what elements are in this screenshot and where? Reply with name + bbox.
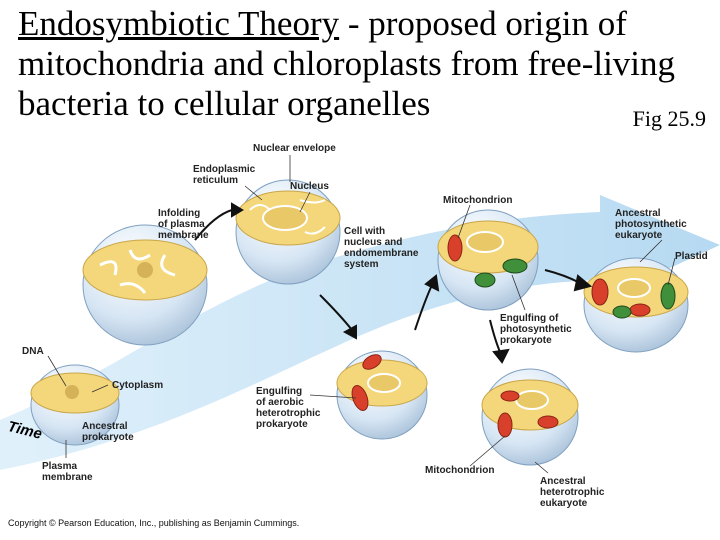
label-nucleus: Nucleus xyxy=(290,181,329,192)
title-line2: mitochondria and chloroplasts from free-… xyxy=(18,44,676,83)
label-ancestral-prokaryote: Ancestral prokaryote xyxy=(82,421,134,443)
label-plasma-membrane: Plasma membrane xyxy=(42,461,93,483)
figure-reference: Fig 25.9 xyxy=(632,106,706,131)
label-ancestral-photosynthetic: Ancestral photosynthetic eukaryote xyxy=(615,208,687,241)
ancestral-heterotrophic-eukaryote-cell xyxy=(481,368,579,466)
label-mitochondrion-bottom: Mitochondrion xyxy=(425,465,495,476)
arrow-mito-to-heterotrophic xyxy=(489,319,501,353)
label-cytoplasm: Cytoplasm xyxy=(112,380,164,391)
label-cell-with-nucleus: Cell with nucleus and endomembrane syste… xyxy=(344,226,419,270)
nucleated-cell xyxy=(235,179,341,285)
ancestral-photosynthetic-eukaryote-cell xyxy=(583,257,689,353)
label-endoplasmic-reticulum: Endoplasmic reticulum xyxy=(193,164,256,186)
title-line3: bacteria to cellular organelles xyxy=(18,84,431,123)
time-arrow-band xyxy=(0,195,720,470)
title-underlined-term: Endosymbiotic Theory xyxy=(18,4,340,43)
engulfing-aerobic-cell xyxy=(336,350,428,440)
label-ancestral-heterotrophic: Ancestral heterotrophic eukaryote xyxy=(540,476,605,509)
title-line1-rest: - proposed origin of xyxy=(339,4,627,43)
label-infolding: Infolding of plasma membrane xyxy=(158,208,209,241)
label-engulfing-photosynthetic: Engulfing of photosynthetic prokaryote xyxy=(500,313,572,346)
label-plastid: Plastid xyxy=(675,251,708,262)
label-engulfing-aerobic: Engulfing of aerobic heterotrophic proka… xyxy=(256,386,321,430)
infolding-cell xyxy=(82,224,208,346)
copyright-notice: Copyright © Pearson Education, Inc., pub… xyxy=(8,518,300,528)
arrow-aerobic-to-mito xyxy=(414,284,433,331)
label-nuclear-envelope: Nuclear envelope xyxy=(253,143,336,154)
slide-title: Endosymbiotic Theory - proposed origin o… xyxy=(18,4,718,124)
arrow-nucleus-to-aerobic xyxy=(319,294,353,331)
label-dna: DNA xyxy=(22,346,44,357)
label-mitochondrion-top: Mitochondrion xyxy=(443,195,513,206)
ancestral-prokaryote-cell xyxy=(30,364,120,446)
mitochondrion-cell xyxy=(437,209,539,311)
arrow-infolding-to-nucleus xyxy=(194,209,233,241)
